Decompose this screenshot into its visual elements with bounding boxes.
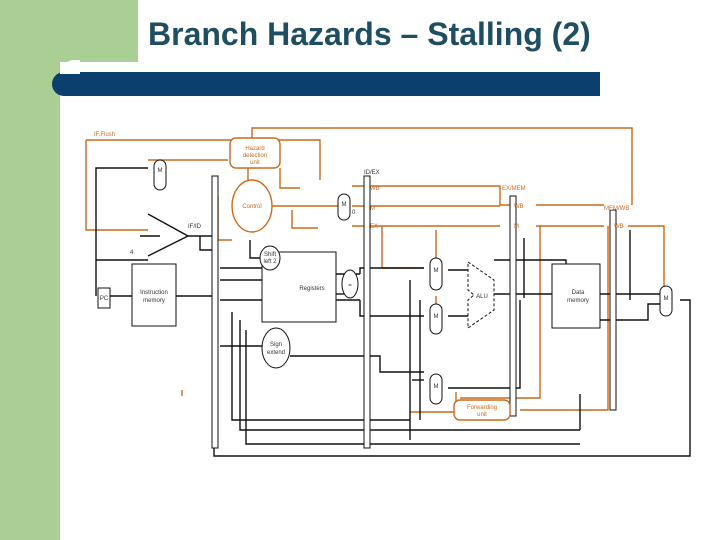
forwarding-unit: [453, 399, 511, 421]
rd-down: [239, 320, 580, 431]
control-paths: [85, 127, 665, 413]
wb-mux-label: M: [664, 296, 669, 302]
pc-adder: [147, 213, 190, 257]
registers-label: Registers: [299, 286, 324, 292]
dmem-bypass: [600, 303, 660, 321]
pipeline-registers: [211, 175, 617, 449]
fwd-label-2: unit: [477, 412, 487, 418]
rs-down: [245, 330, 580, 445]
title-rule-cap: [60, 60, 80, 74]
pc-label: PC: [100, 296, 109, 302]
equals-label: =: [348, 283, 352, 289]
m-label-2: M: [514, 224, 519, 230]
pc-box: [97, 287, 111, 309]
wb-line-1: [352, 185, 512, 206]
shift-label-1: Shift: [264, 252, 276, 258]
pc-mux-label: M: [158, 168, 163, 174]
regdst-mux-label: M: [434, 384, 439, 390]
equality-compare: [341, 269, 359, 299]
id-ex-register: [363, 175, 371, 449]
wb-label-2: WB: [514, 204, 524, 210]
wb-label-3: WB: [614, 224, 624, 230]
control-mux: [337, 193, 351, 221]
alu-mux-a-label: M: [434, 268, 439, 274]
alu-mux-b: [429, 303, 443, 335]
control-label: Control: [242, 204, 261, 210]
ex-to-alu-mux: [381, 226, 424, 269]
control-lower: [291, 210, 318, 229]
units: Hazard detection unit Control PC Instruc…: [97, 137, 601, 421]
if-flush-line: [85, 140, 148, 231]
imem-label-1: Instruction: [140, 290, 168, 296]
if-flush-top: [86, 139, 321, 180]
dmem-label-2: memory: [567, 298, 589, 304]
mem-control-down: [460, 226, 541, 399]
imm-to-mux: [290, 355, 424, 373]
hazard-label-3: unit: [250, 160, 260, 166]
wb-control-down: [520, 226, 609, 411]
data-memory-box: [551, 263, 601, 329]
ex-label-1: EX: [370, 224, 378, 230]
rt-down: [231, 312, 410, 421]
sign-extend: [261, 327, 291, 369]
pc-loop: [95, 167, 148, 296]
alu: [467, 261, 495, 329]
branch-target: [199, 236, 214, 251]
ex-mem-label: EX/MEM: [502, 186, 526, 192]
mem-wb-label: MEM/WB: [604, 206, 629, 212]
read1-to-mux: [359, 267, 424, 274]
sign-label-1: Sign: [270, 342, 282, 348]
hazard-label-1: Hazard: [245, 146, 264, 152]
if-id-control: [217, 196, 232, 241]
alu-mux-a: [429, 257, 443, 291]
m-label-1: M: [370, 206, 375, 212]
sign-label-2: extend: [267, 350, 285, 356]
if-id-register: [211, 175, 219, 449]
fwd-mux-out: [448, 300, 521, 389]
hazard-detection-unit: [229, 137, 281, 169]
imem-label-2: memory: [143, 298, 165, 304]
ex-mem-register: [509, 195, 517, 417]
shift-label-2: left 2: [263, 259, 277, 265]
title-rule-bar: [52, 72, 600, 96]
alu-mux-b-label: M: [434, 314, 439, 320]
control-unit: [231, 179, 273, 233]
wb-mux: [659, 285, 673, 317]
pc-mux: [153, 159, 167, 191]
dmem-label-1: Data: [572, 290, 585, 296]
alu-label: ALU: [476, 294, 488, 300]
if-id-label: IF/ID: [188, 224, 202, 230]
slide-left-bar-top: [60, 0, 138, 62]
hazard-top-loop: [251, 127, 633, 205]
hazard-right: [279, 168, 300, 189]
wb-label-1: WB: [370, 186, 380, 192]
if-flush-label: IF.Flush: [94, 132, 115, 138]
read2-to-mux: [359, 300, 424, 317]
muxes: [153, 159, 673, 405]
zero-label: 0: [352, 210, 356, 216]
id-ex-label: ID/EX: [364, 170, 380, 176]
slide-left-bar: [0, 0, 60, 540]
hazard-label-2: detection: [243, 153, 267, 159]
shift-left-2: [259, 245, 281, 271]
four-label: 4: [130, 250, 134, 256]
wb-feedback: [213, 299, 691, 457]
slide-title: Branch Hazards – Stalling (2): [148, 16, 591, 52]
control-mux-label: M: [342, 202, 347, 208]
mem-wb-register: [609, 209, 617, 411]
data-paths: [95, 167, 691, 457]
stage-labels: IF.Flush ID/EX WB M EX EX/MEM WB M MEM/W…: [94, 132, 629, 256]
mux-labels: M M M M M M 0: [158, 168, 669, 390]
fwd-label-1: Forwarding: [467, 405, 497, 411]
wb-line-3: [628, 225, 665, 290]
regdst-mux: [429, 373, 443, 405]
instruction-memory-box: [131, 263, 177, 327]
